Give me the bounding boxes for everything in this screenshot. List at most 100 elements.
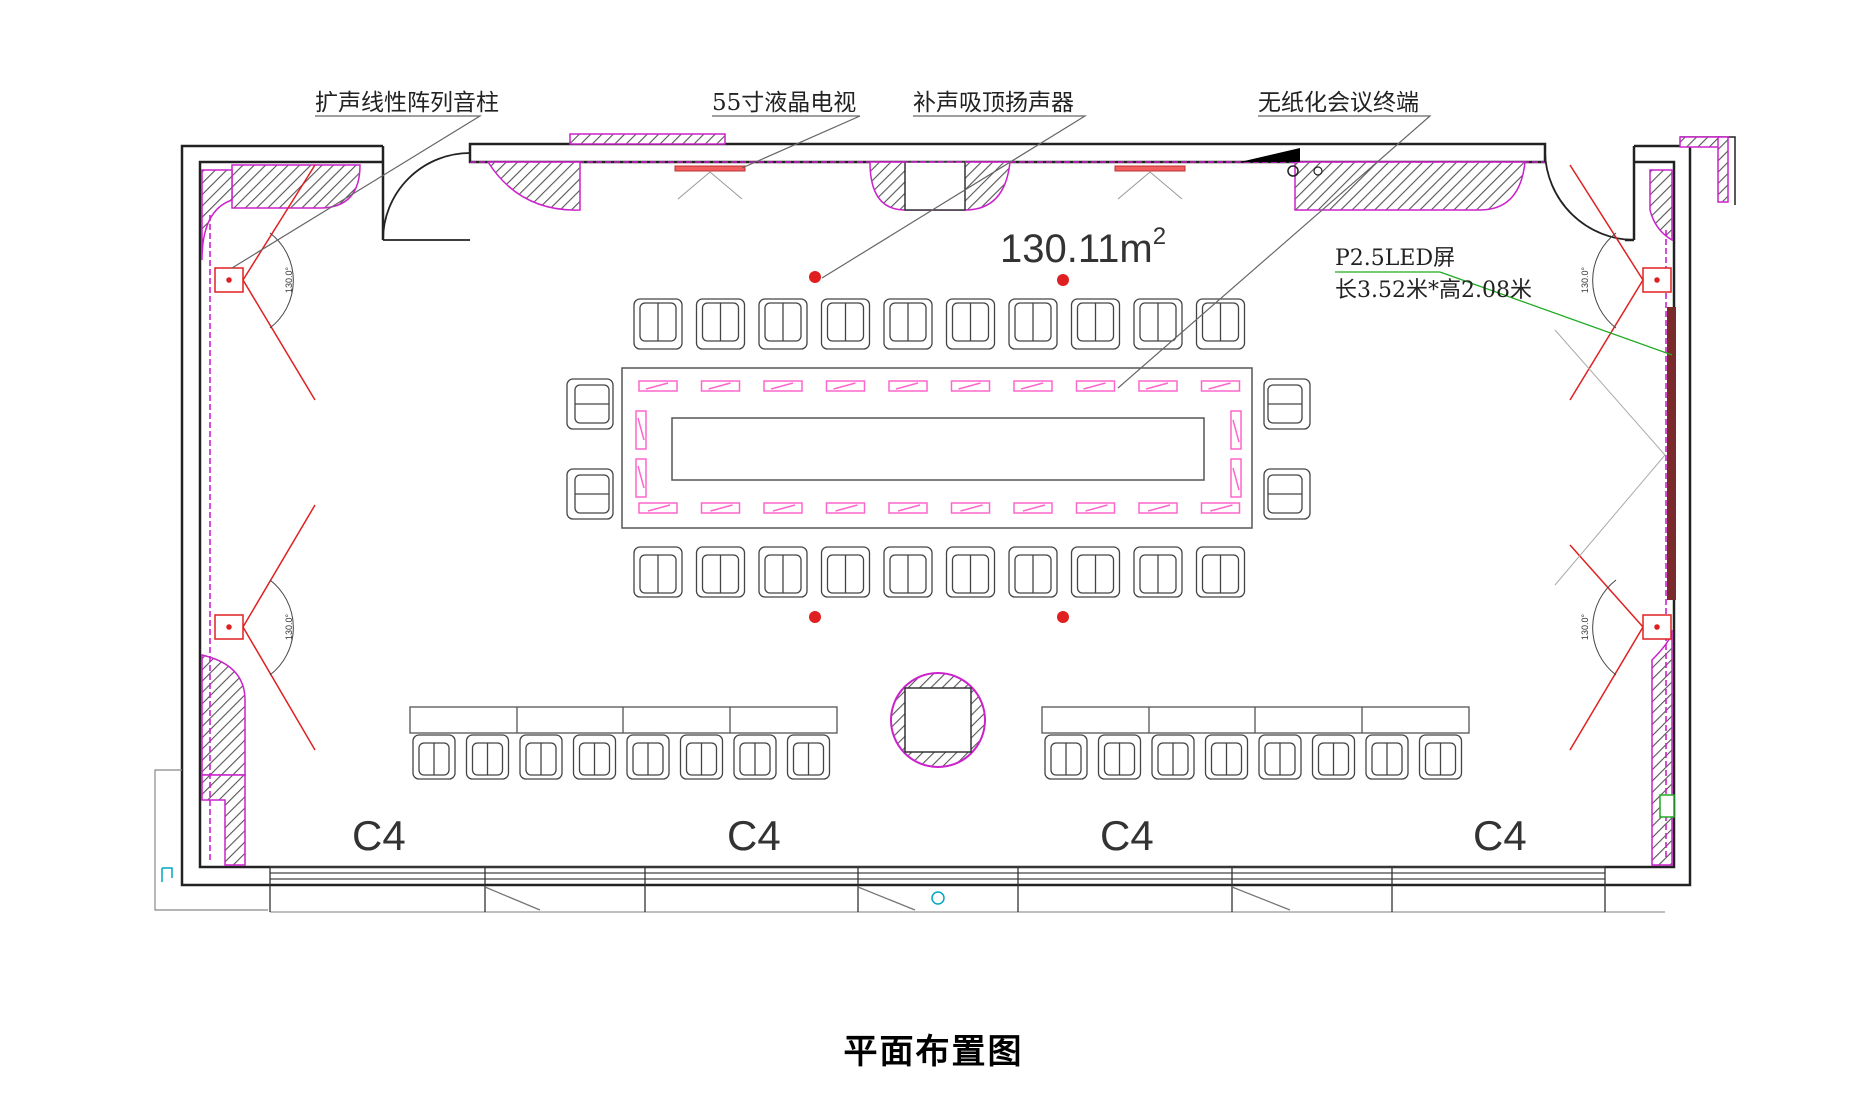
tv-right-icon	[1114, 165, 1186, 200]
angle-label: 130.0°	[284, 267, 294, 294]
window-type-label: C4	[1473, 812, 1527, 859]
chair-icon	[1151, 734, 1195, 780]
chair-icon	[945, 546, 996, 598]
chair-icon	[758, 298, 808, 350]
conference-terminal-icon	[825, 380, 866, 392]
chair-icon	[1263, 468, 1311, 520]
angle-label: 130.0°	[284, 614, 294, 641]
speaker-column-icon	[1569, 544, 1672, 751]
chair-icon	[519, 734, 563, 780]
conference-terminal-icon	[1240, 148, 1323, 177]
right-door	[1544, 146, 1635, 241]
ceiling-speaker-icon	[809, 611, 821, 623]
chair-icon	[1133, 546, 1183, 598]
chair-icon	[883, 546, 933, 598]
chair-icon	[566, 378, 614, 430]
chair-icon	[626, 734, 670, 780]
top-wall	[468, 142, 1547, 164]
label-tv: 55寸液晶电视	[712, 90, 856, 116]
corner-marker-icon	[161, 867, 173, 882]
conference-terminal-icon	[888, 502, 928, 514]
label-ceiling-speaker: 补声吸顶扬声器	[913, 90, 1074, 116]
chair-icon	[566, 468, 614, 520]
conference-terminal-icon	[950, 380, 991, 392]
led-leader-line	[1439, 271, 1673, 356]
chair-icon	[883, 298, 933, 350]
chair-icon	[1195, 298, 1246, 350]
conference-terminal-icon	[763, 380, 803, 392]
chair-icon	[412, 734, 456, 780]
chair-icon	[1311, 734, 1356, 780]
leader-lines	[231, 115, 1432, 389]
chair-icon	[786, 734, 831, 780]
conference-terminal-icon	[950, 502, 991, 514]
chair-icon	[1044, 734, 1088, 780]
angle-label: 130.0°	[1580, 614, 1590, 641]
ceiling-speaker-icon	[809, 271, 821, 283]
windows	[269, 866, 1665, 913]
chair-icon	[1008, 546, 1058, 598]
chairs	[412, 298, 1463, 780]
hatched-columns	[201, 133, 1729, 866]
chair-icon	[633, 546, 683, 598]
chair-icon	[1133, 298, 1183, 350]
speaker-column-icon	[1569, 164, 1672, 401]
wall-switch-icon	[1659, 794, 1675, 818]
window-labels: C4 C4 C4 C4	[352, 812, 1527, 859]
chair-icon	[1418, 734, 1463, 780]
walls	[154, 136, 1736, 911]
chair-icon	[1097, 734, 1142, 780]
chair-icon	[695, 546, 746, 598]
conference-terminal-icon	[1138, 502, 1178, 514]
chair-icon	[1195, 546, 1246, 598]
chair-icon	[1258, 734, 1302, 780]
room-area: 130.11m2	[1000, 223, 1166, 271]
round-column	[890, 672, 986, 768]
conference-terminal-icon	[635, 458, 647, 498]
ceiling-speaker-icon	[1057, 274, 1069, 286]
outer-wall	[180, 144, 1692, 887]
floor-outlet-icon	[931, 891, 945, 905]
chair-icon	[758, 546, 808, 598]
conference-terminal-icon	[1200, 502, 1241, 514]
chair-icon	[572, 734, 617, 780]
speaker-column-icon	[214, 504, 316, 751]
conference-terminal-icon	[763, 502, 803, 514]
left-door	[382, 146, 471, 241]
conference-terminal-icon	[1230, 458, 1242, 498]
conference-terminal-icon	[638, 502, 678, 514]
conference-terminal-icon	[825, 502, 866, 514]
chair-icon	[1263, 378, 1311, 430]
conference-table	[621, 367, 1253, 529]
window-type-label: C4	[1100, 812, 1154, 859]
conference-terminal-icon	[1013, 380, 1053, 392]
window-type-label: C4	[352, 812, 406, 859]
chair-icon	[695, 298, 746, 350]
led-screen-icon	[1554, 307, 1676, 600]
angle-label: 130.0°	[1580, 267, 1590, 294]
conference-terminal-icon	[888, 380, 928, 392]
chair-icon	[465, 734, 510, 780]
conference-terminal-icon	[1075, 502, 1116, 514]
conference-terminal-icon	[1013, 502, 1053, 514]
wall-finish-line	[209, 161, 1667, 860]
speaker-column-icon	[214, 164, 316, 401]
label-led-screen: P2.5LED屏	[1335, 246, 1455, 271]
chair-icon	[1365, 734, 1409, 780]
chair-icon	[945, 298, 996, 350]
window-type-label: C4	[727, 812, 781, 859]
label-conference-terminal: 无纸化会议终端	[1258, 90, 1419, 116]
chair-icon	[1070, 298, 1121, 350]
conference-terminal-icon	[1200, 380, 1241, 392]
doors	[382, 146, 1635, 241]
chair-icon	[733, 734, 777, 780]
label-speaker-column: 扩声线性阵列音柱	[315, 90, 499, 116]
chair-icon	[679, 734, 724, 780]
conference-terminal-icon	[1138, 380, 1178, 392]
conference-terminal-icon	[700, 502, 741, 514]
conference-terminal-icon	[1230, 410, 1242, 450]
chair-icon	[1008, 298, 1058, 350]
ceiling-speakers	[809, 271, 1069, 623]
rear-desks	[409, 706, 1470, 734]
